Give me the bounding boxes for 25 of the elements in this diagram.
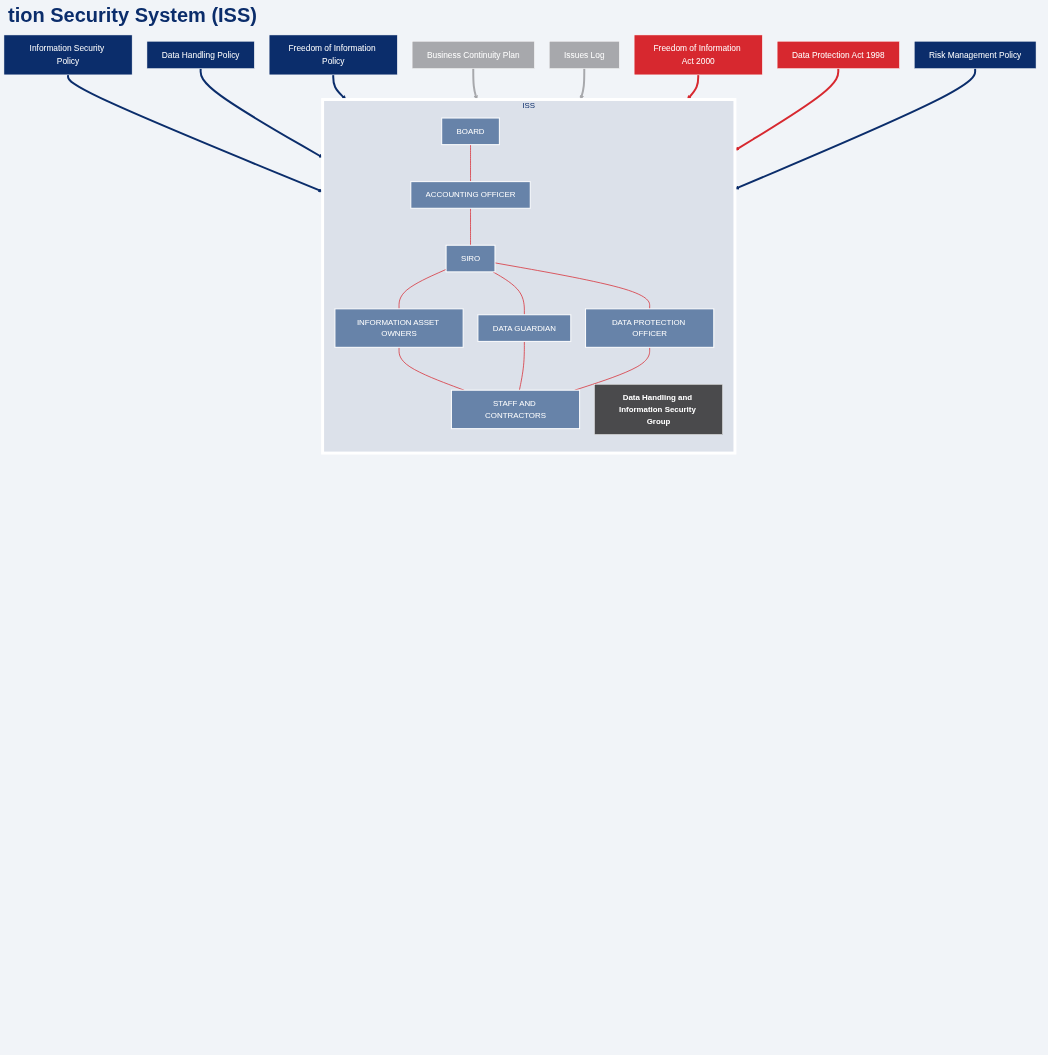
connector (494, 262, 651, 310)
arrow (472, 67, 478, 100)
node-box: Data Protection Act 1998 (776, 41, 900, 69)
connector (470, 207, 471, 246)
node-box: Freedom of Information Policy (268, 34, 398, 76)
arrow (687, 73, 700, 100)
arrow (734, 67, 840, 151)
connector (574, 346, 651, 391)
arrow (199, 67, 323, 158)
connector (398, 269, 447, 310)
node-box: Issues Log (548, 41, 620, 69)
connector (398, 346, 465, 391)
node-box: Business Continuity Plan (411, 41, 535, 69)
arrow (67, 73, 323, 193)
arrow (579, 67, 586, 100)
connector (492, 271, 525, 316)
node-box: Data Handling Policy (146, 41, 255, 69)
connector (470, 144, 471, 182)
connector (519, 341, 525, 391)
diagram-title: tion Security System (ISS) (7, 3, 258, 28)
node-box: Risk Management Policy (914, 41, 1037, 69)
arrow (734, 67, 977, 190)
node-box: Information Security Policy (3, 34, 133, 76)
node-box: Freedom of Information Act 2000 (633, 34, 763, 76)
arrow (332, 73, 347, 100)
